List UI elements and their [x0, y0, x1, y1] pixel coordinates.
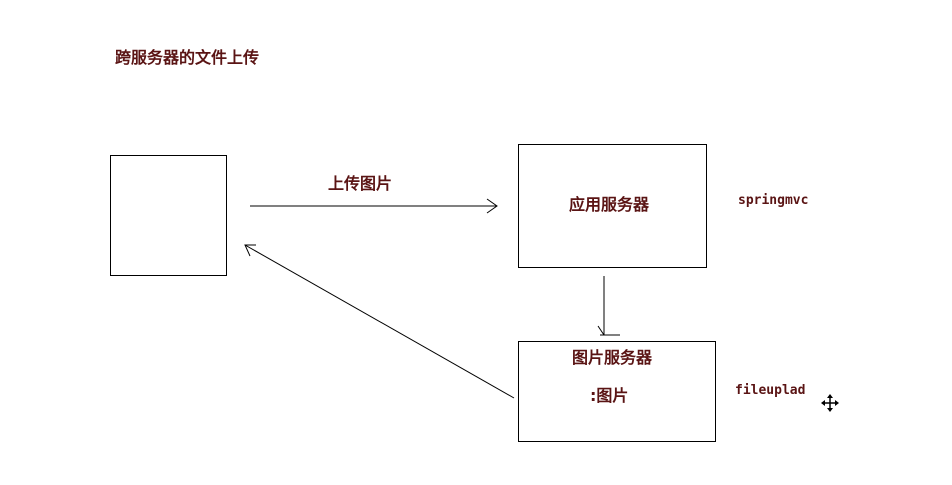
diagram-title: 跨服务器的文件上传	[115, 48, 260, 67]
app-server-box: 应用服务器	[518, 144, 707, 268]
return-arrow	[244, 244, 515, 399]
fileupload-label: fileuplad	[735, 383, 806, 398]
image-server-title: 图片服务器	[572, 348, 653, 367]
app-to-image-arrow	[597, 276, 620, 336]
image-server-box: 图片服务器 :图片	[518, 341, 716, 442]
upload-arrow-label: 上传图片	[328, 174, 393, 193]
app-server-label: 应用服务器	[569, 195, 650, 214]
upload-arrow	[250, 198, 498, 214]
client-box	[110, 155, 227, 276]
springmvc-label: springmvc	[738, 193, 809, 208]
image-server-subtitle: :图片	[590, 386, 629, 405]
move-cursor-icon	[821, 394, 839, 412]
